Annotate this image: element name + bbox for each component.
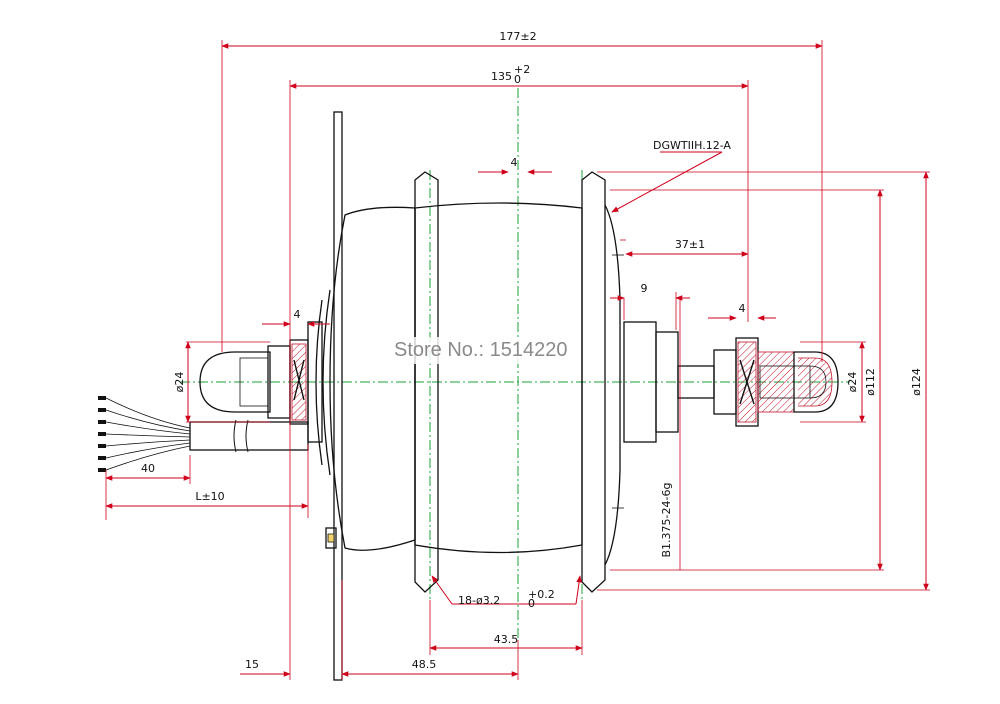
dim-disc-offset: 15 [245,658,259,671]
dim-right-diameter: ø24 [846,372,859,393]
dim-left-small: 4 [294,308,301,321]
dim-right-axle-length: 37±1 [675,238,705,251]
dim-flange-gap: 4 [511,156,518,169]
dim-nut-width: 9 [641,282,648,295]
dim-left-diameter: ø24 [173,372,186,393]
dim-diameter-124: ø124 [910,368,923,396]
right-axle-assembly [677,337,839,427]
dim-wire-length: 40 [141,462,155,475]
dim-overall-width: 177±2 [499,30,536,43]
dim-thread-spec: B1.375-24-6g [660,483,673,558]
dim-part-code: DGWTIIH.12-A [653,139,731,152]
dimension-labels: 177±2 135 +2 0 4 DGWTIIH.12-A 37±1 9 4 4… [141,30,923,671]
brake-disc [333,111,343,681]
hub-shell [307,171,679,593]
dim-spoke-holes: 18-ø3.2 [458,594,500,607]
dim-diameter-112: ø112 [864,368,877,396]
store-watermark: Store No.: 1514220 [388,337,574,364]
dim-spoke-holes-tol-upper: +0.2 [528,588,555,601]
left-axle-cap [199,351,271,413]
right-axle-cap [793,351,839,413]
dimension-lines [105,43,929,677]
dim-cable-length: L±10 [195,490,224,503]
dim-hub-offset: 48.5 [412,658,437,671]
dim-flange-span-tol-upper: +2 [514,63,530,76]
dim-flange-pitch: 43.5 [494,633,519,646]
dim-flange-span: 135 [491,70,512,83]
dim-flange-span-tol-lower: 0 [514,73,521,86]
power-cable [98,396,309,472]
dim-spoke-holes-tol-lower: 0 [528,597,535,610]
dim-right-small: 4 [739,302,746,315]
